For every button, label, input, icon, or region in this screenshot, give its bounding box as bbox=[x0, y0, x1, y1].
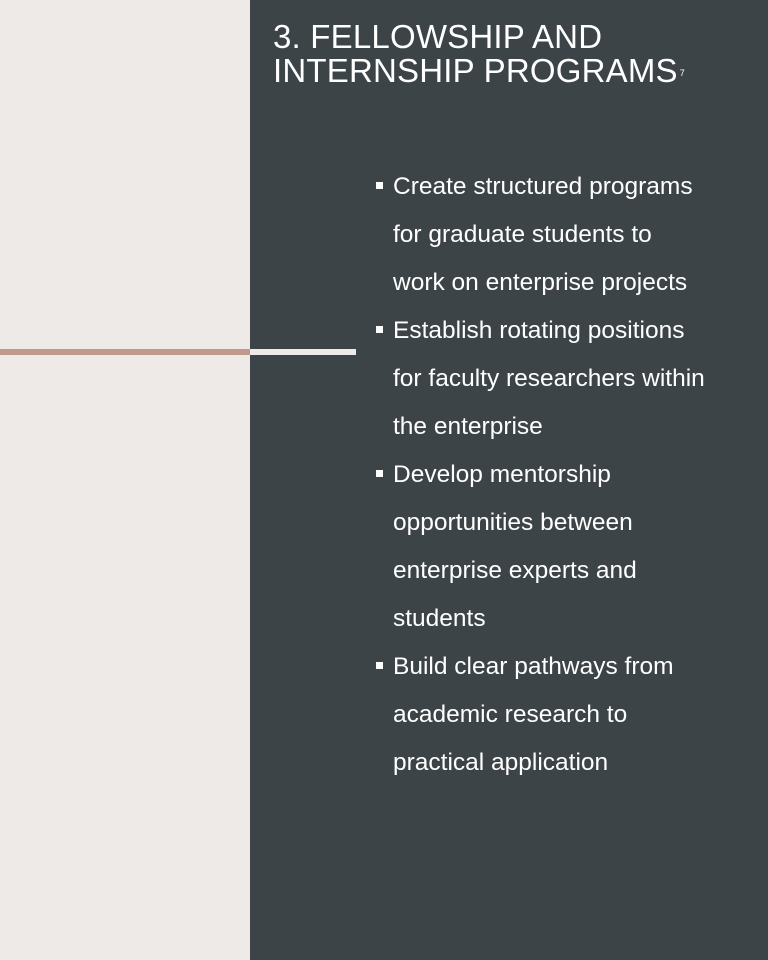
title-line-1: 3. FELLOWSHIP AND bbox=[273, 18, 603, 55]
bullet-text-line: students bbox=[393, 605, 486, 632]
bullet-text-line: Create structured programs bbox=[393, 173, 693, 200]
bullet-text-line: enterprise experts and bbox=[393, 557, 637, 584]
bullet-item: Establish rotating positions for faculty… bbox=[376, 307, 746, 451]
light-divider-line bbox=[250, 349, 356, 355]
bullet-item: Develop mentorship opportunities between… bbox=[376, 451, 746, 643]
bullet-text-line: work on enterprise projects bbox=[393, 269, 688, 296]
bullet-text-line: Build clear pathways from bbox=[393, 653, 674, 680]
title-line-2-text: INTERNSHIP PROGRAMS bbox=[273, 52, 678, 89]
bullet-text-line: opportunities between bbox=[393, 509, 633, 536]
footnote-marker: 7 bbox=[679, 68, 685, 78]
content-panel bbox=[250, 0, 768, 960]
accent-divider-line bbox=[0, 349, 250, 355]
square-bullet-icon bbox=[376, 470, 383, 477]
bullet-text-line: for graduate students to bbox=[393, 221, 652, 248]
bullet-text-line: academic research to bbox=[393, 701, 628, 728]
square-bullet-icon bbox=[376, 326, 383, 333]
square-bullet-icon bbox=[376, 662, 383, 669]
bullet-list: Create structured programs for graduate … bbox=[376, 163, 746, 787]
bullet-text-line: Establish rotating positions bbox=[393, 317, 685, 344]
bullet-item: Build clear pathways from academic resea… bbox=[376, 643, 746, 787]
bullet-item: Create structured programs for graduate … bbox=[376, 163, 746, 307]
bullet-text-line: the enterprise bbox=[393, 413, 543, 440]
bullet-text-line: for faculty researchers within bbox=[393, 365, 705, 392]
bullet-text-line: Develop mentorship bbox=[393, 461, 611, 488]
left-panel bbox=[0, 0, 250, 960]
square-bullet-icon bbox=[376, 182, 383, 189]
bullet-text-line: practical application bbox=[393, 749, 609, 776]
